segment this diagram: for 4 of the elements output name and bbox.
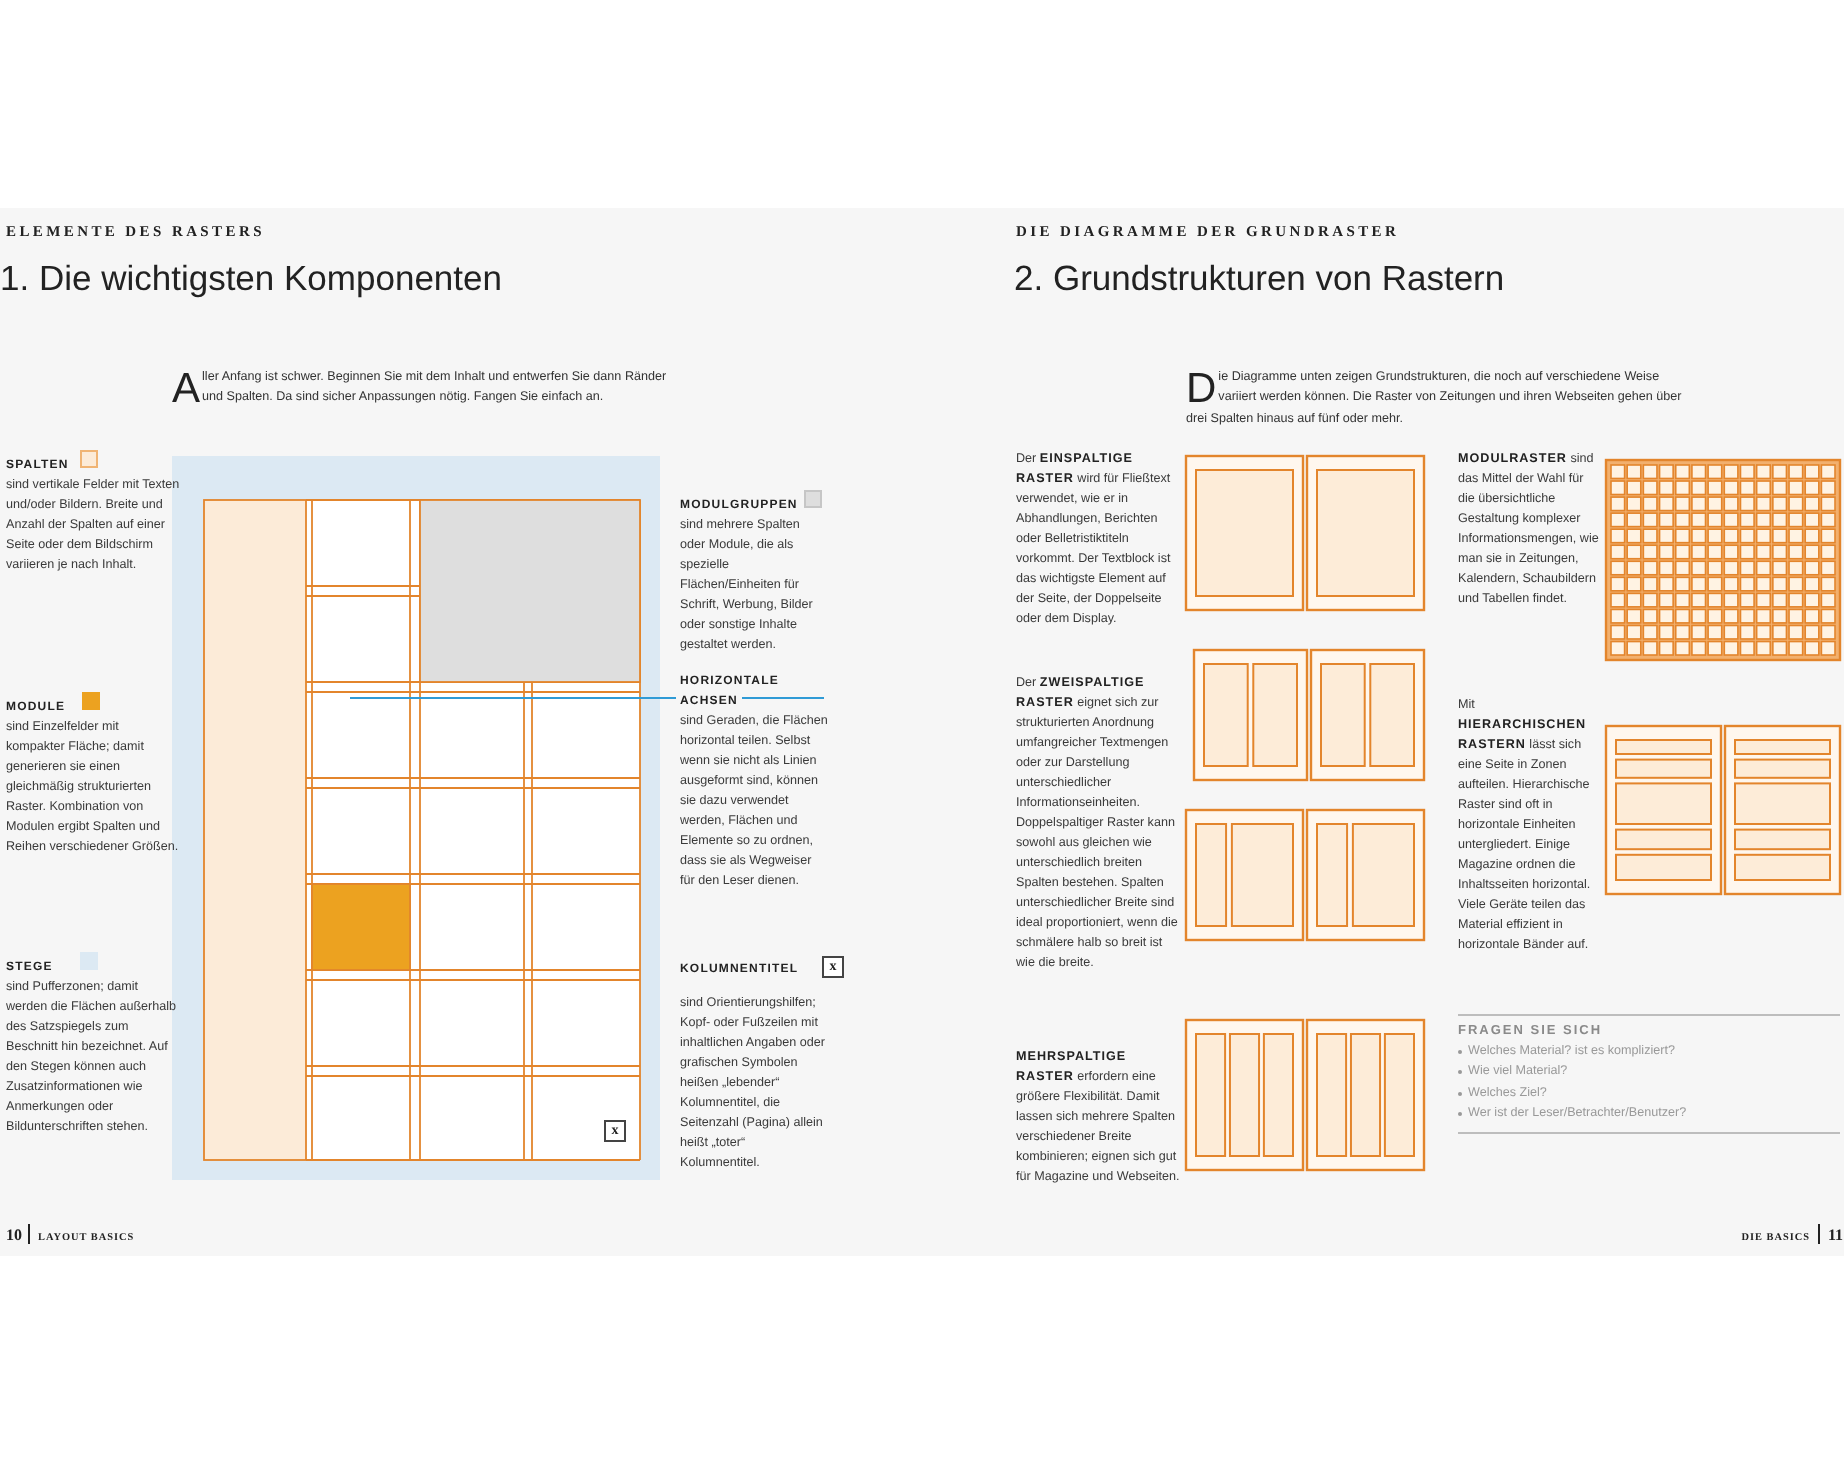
- page-number: 10: [6, 1226, 22, 1246]
- page-number: 11: [1828, 1226, 1844, 1246]
- page-heading: 2. Grundstrukturen von Rastern: [1014, 256, 1505, 300]
- page-heading: 1. Die wichtigsten Komponenten: [0, 256, 502, 300]
